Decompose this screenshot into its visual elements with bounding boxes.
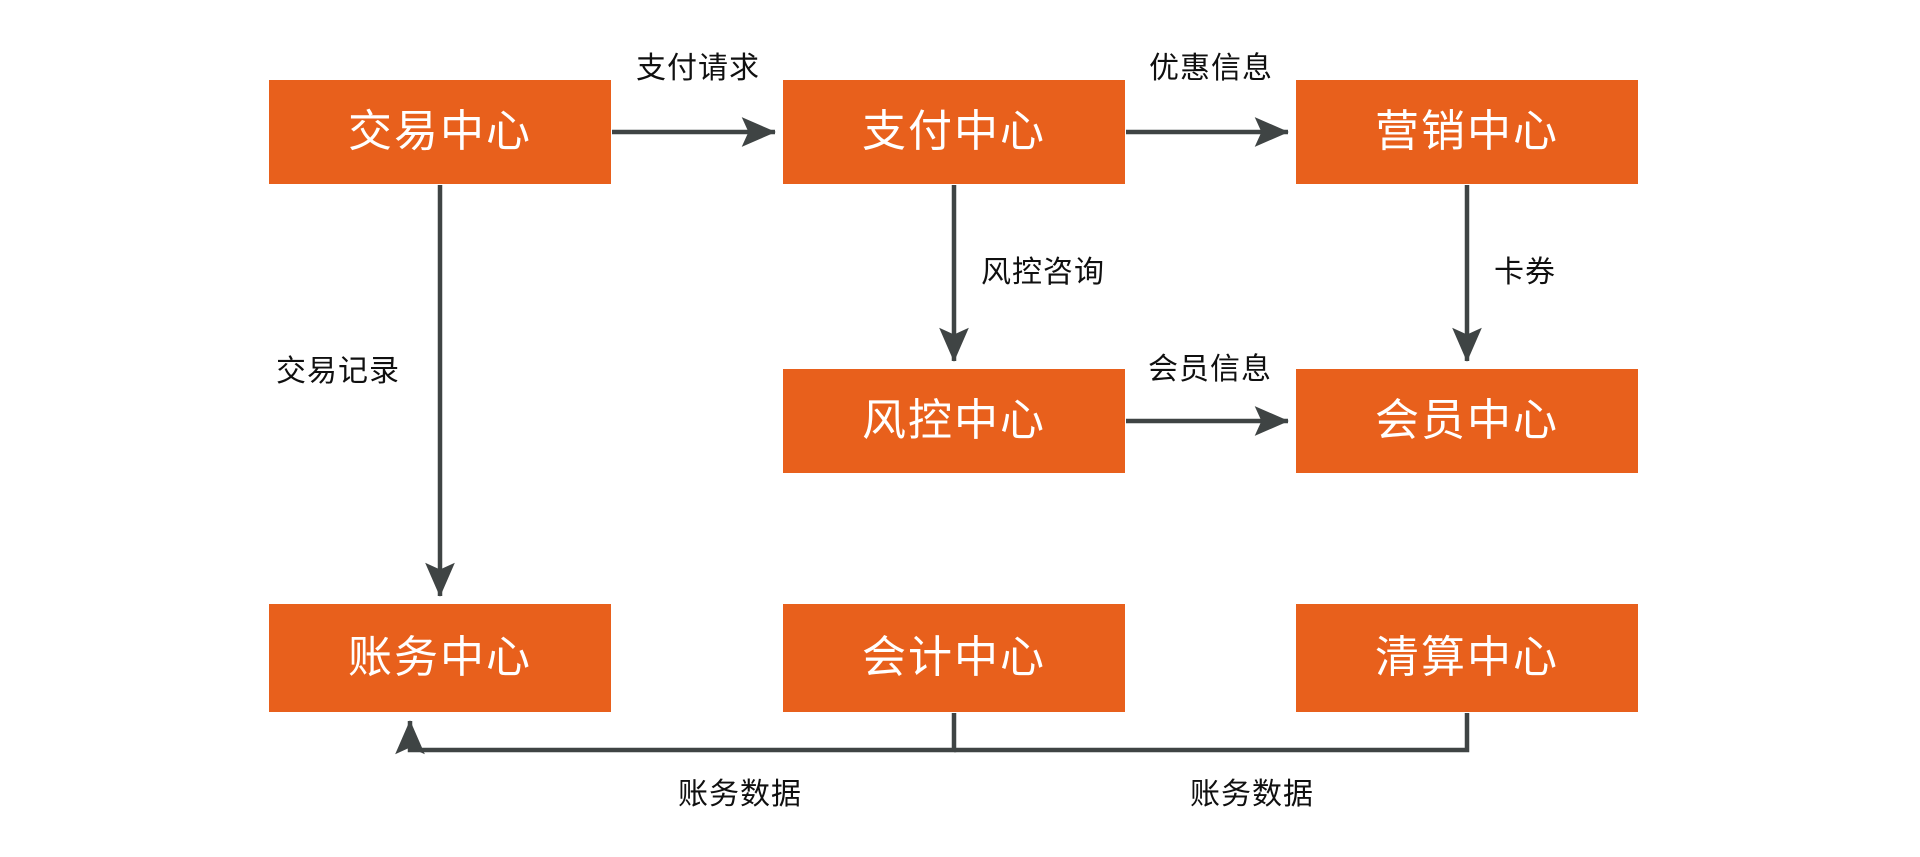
node-label: 营销中心 — [1375, 107, 1559, 156]
edge-label-riskcontrol-to-member: 会员信息 — [1148, 353, 1272, 386]
edge-label-settlement-to-account: 账务数据 — [1190, 778, 1314, 811]
node-marketing[interactable]: 营销中心 — [1296, 80, 1638, 184]
node-label: 交易中心 — [348, 107, 532, 156]
node-label: 账务中心 — [348, 633, 532, 682]
edge-label-payment-to-riskcontrol: 风控咨询 — [981, 256, 1105, 289]
edge-label-trade-to-account: 交易记录 — [276, 355, 400, 388]
edge-label-marketing-to-member: 卡券 — [1494, 256, 1556, 289]
edge-settlement-to-account — [954, 713, 1470, 753]
node-account[interactable]: 账务中心 — [269, 604, 611, 712]
node-label: 支付中心 — [862, 107, 1046, 156]
node-payment[interactable]: 支付中心 — [783, 80, 1125, 184]
node-trade[interactable]: 交易中心 — [269, 80, 611, 184]
node-accounting[interactable]: 会计中心 — [783, 604, 1125, 712]
node-riskcontrol[interactable]: 风控中心 — [783, 369, 1125, 473]
node-label: 会计中心 — [862, 633, 1046, 682]
node-member[interactable]: 会员中心 — [1296, 369, 1638, 473]
edge-label-payment-to-marketing: 优惠信息 — [1149, 52, 1273, 85]
edge-accounting-to-account — [395, 713, 957, 755]
node-label: 风控中心 — [862, 396, 1046, 445]
edge-label-accounting-to-account: 账务数据 — [678, 778, 802, 811]
node-label: 清算中心 — [1375, 633, 1559, 682]
node-label: 会员中心 — [1375, 396, 1559, 445]
edge-label-trade-to-payment: 支付请求 — [636, 52, 760, 85]
node-settlement[interactable]: 清算中心 — [1296, 604, 1638, 712]
